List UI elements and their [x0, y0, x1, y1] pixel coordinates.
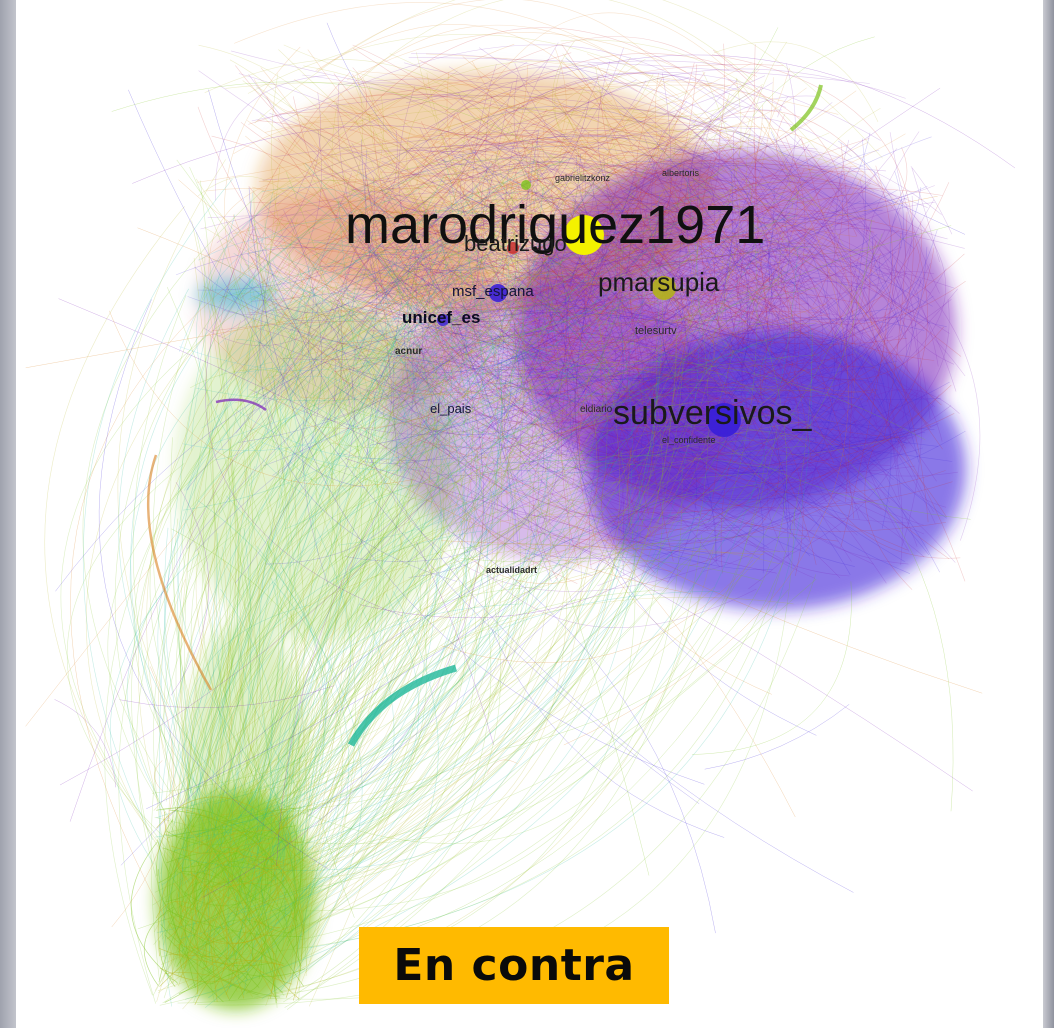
- node-label-telesurtv: telesurtv: [635, 325, 677, 337]
- node-label-gabrielitzkonz: gabrielitzkonz: [555, 173, 611, 183]
- node-label-marodriguez1971: marodriguez1971: [345, 195, 766, 255]
- network-graph-panel: gabrielitzkonz albertoris marodriguez197…: [16, 0, 1043, 1028]
- node-label-el-pais: el_pais: [430, 401, 472, 416]
- node-label-msf-espana: msf_espana: [452, 283, 534, 300]
- network-graph: [25, 0, 1016, 1010]
- node-label-subversivos: subversivos_: [613, 394, 812, 432]
- window-frame-left: [0, 0, 16, 1028]
- graph-hub-nodes: [437, 180, 741, 437]
- node-label-pmarsupia: pmarsupia: [598, 267, 720, 297]
- verdict-label: En contra: [393, 940, 635, 991]
- verdict-banner: En contra: [359, 927, 669, 1004]
- node-label-el-confidente: el_confidente: [662, 435, 716, 445]
- node-label-beatrizugo: beatrizugo: [464, 231, 567, 256]
- node-label-unicef-es: unicef_es: [402, 308, 481, 327]
- window-frame-right: [1043, 0, 1054, 1028]
- node-label-acnur: acnur: [395, 346, 423, 357]
- node-label-actualidadrt: actualidadrt: [486, 565, 538, 575]
- node-label-albertoris: albertoris: [662, 168, 700, 178]
- node-label-eldiario: eldiario: [580, 404, 613, 415]
